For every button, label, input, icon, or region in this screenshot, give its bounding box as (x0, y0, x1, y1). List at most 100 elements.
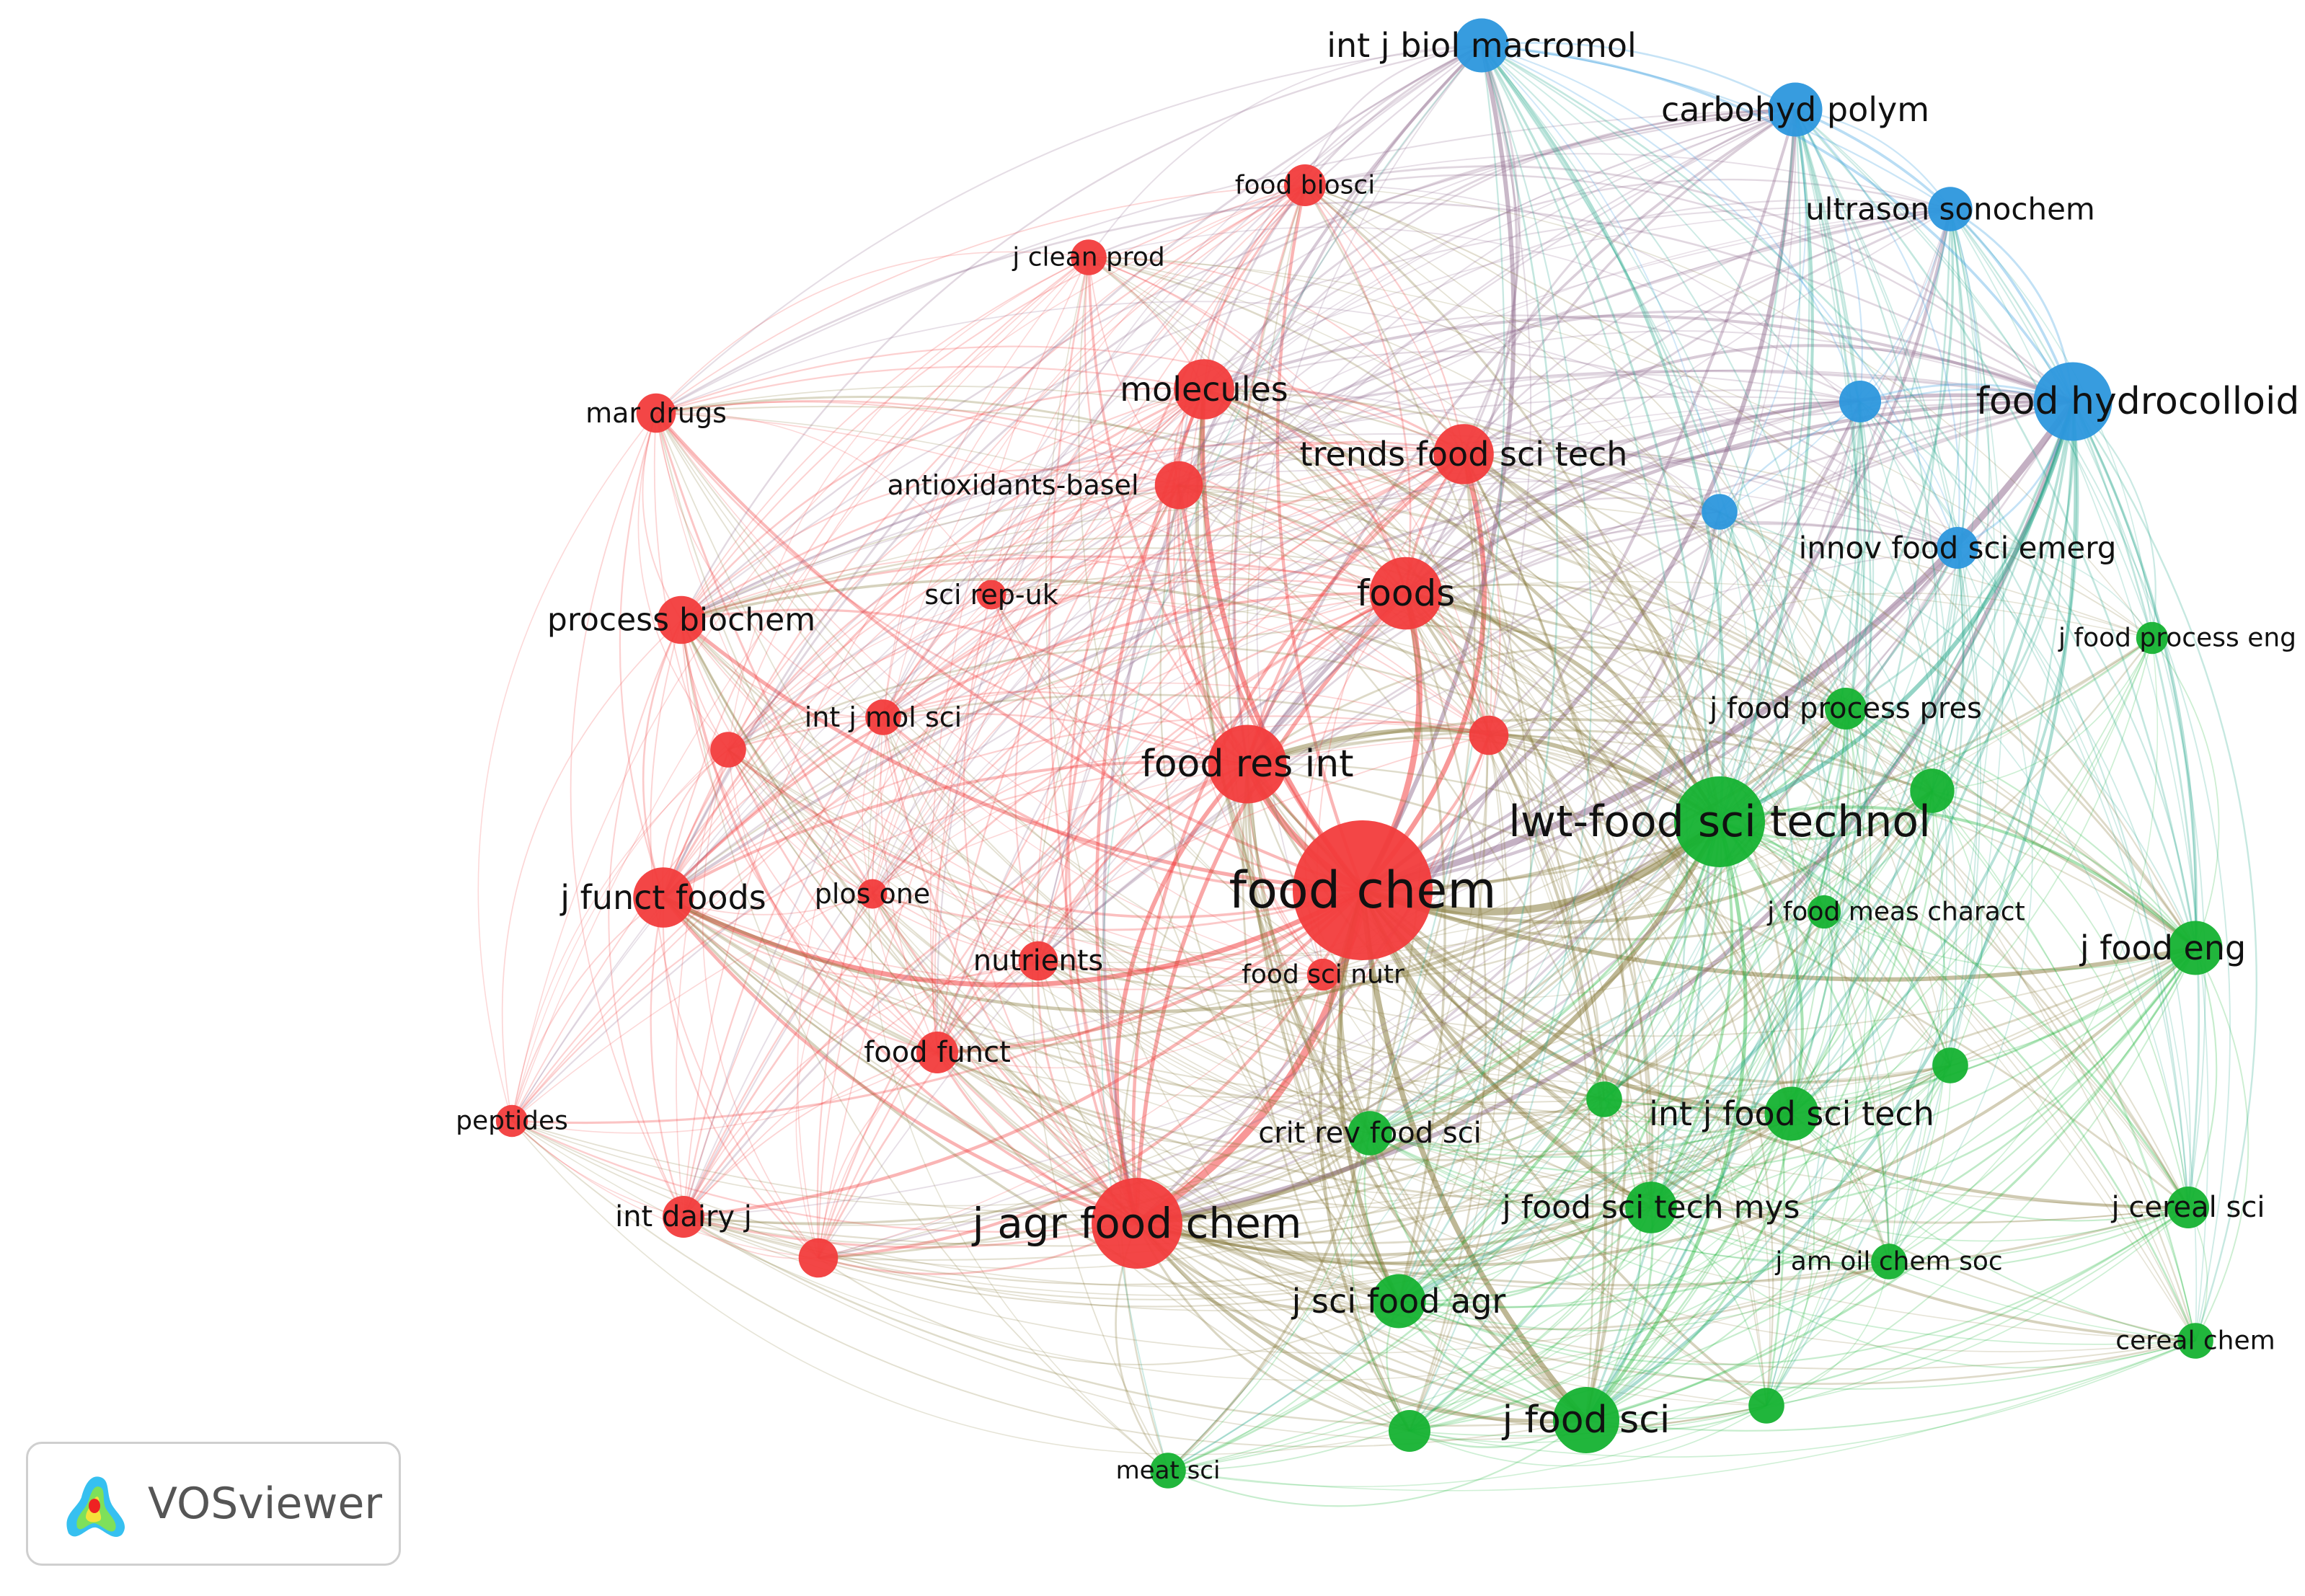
node-cereal-chem[interactable] (2177, 1323, 2213, 1359)
label-sci-rep-uk[interactable]: sci rep-uk (924, 579, 1058, 611)
edge-j-sci-food-agr-j-food-process-eng (1398, 637, 2153, 1302)
label-trends-food-sci-tech[interactable]: trends food sci tech (1300, 435, 1628, 474)
label-int-dairy-j[interactable]: int dairy j (615, 1200, 752, 1233)
node-j-clean-prod[interactable] (1071, 239, 1107, 275)
node-int-j-mol-sci[interactable] (865, 699, 901, 735)
label-int-j-biol-macromol[interactable]: int j biol macromol (1327, 26, 1637, 65)
edge-food-res-int-j-food-eng (1247, 717, 2197, 949)
node-j-sci-food-agr[interactable] (1371, 1274, 1426, 1329)
label-ultrason-sonochem[interactable]: ultrason sonochem (1805, 192, 2095, 227)
label-j-agr-food-chem[interactable]: j agr food chem (971, 1199, 1302, 1248)
label-j-food-sci[interactable]: j food sci (1502, 1398, 1671, 1442)
node-plos-one[interactable] (857, 879, 888, 909)
node-carbohyd-polym[interactable] (1768, 82, 1823, 137)
label-food-biosci[interactable]: food biosci (1235, 171, 1375, 200)
node-int-dairy-j[interactable] (663, 1196, 704, 1238)
node-food-hydrocolloid[interactable] (2033, 362, 2112, 441)
node-nutrients[interactable] (1018, 941, 1058, 981)
node-j-food-process-pres[interactable] (1825, 688, 1867, 730)
label-foods[interactable]: foods (1357, 572, 1456, 614)
label-meat-sci[interactable]: meat sci (1116, 1456, 1221, 1485)
node-trends-food-sci-tech[interactable] (1433, 424, 1494, 484)
node-crit-rev-food-sci[interactable] (1348, 1111, 1392, 1156)
edge-unlabeled-green-2-ultrason-sonochem (1603, 208, 1963, 1100)
node-j-food-eng[interactable] (2168, 921, 2223, 975)
label-plos-one[interactable]: plos one (815, 878, 931, 910)
node-mar-drugs[interactable] (636, 393, 676, 433)
node-sci-rep-uk[interactable] (976, 580, 1006, 610)
label-food-res-int[interactable]: food res int (1141, 742, 1353, 786)
label-int-j-food-sci-tech[interactable]: int j food sci tech (1649, 1094, 1934, 1133)
node-molecules[interactable] (1174, 359, 1234, 420)
node-unlabeled-green-1[interactable] (1910, 768, 1955, 813)
label-food-chem[interactable]: food chem (1229, 861, 1496, 920)
label-crit-rev-food-sci[interactable]: crit rev food sci (1258, 1117, 1482, 1150)
node-unlabeled-red-2[interactable] (1469, 715, 1509, 755)
label-innov-food-sci-emerg[interactable]: innov food sci emerg (1799, 531, 2117, 566)
label-food-funct[interactable]: food funct (864, 1036, 1011, 1069)
label-j-sci-food-agr[interactable]: j sci food agr (1291, 1282, 1506, 1321)
node-unlabeled-blue-1[interactable] (1839, 381, 1881, 422)
label-nutrients[interactable]: nutrients (973, 944, 1103, 977)
edge-j-agr-food-chem-j-funct-foods (662, 896, 1138, 1225)
label-j-am-oil-chem-soc[interactable]: j am oil chem soc (1774, 1247, 2002, 1277)
edge-j-food-sci-tech-mys-carbohyd-polym (1650, 109, 1867, 1208)
node-unlabeled-green-5[interactable] (1748, 1388, 1784, 1424)
label-j-food-process-pres[interactable]: j food process pres (1709, 692, 1982, 725)
node-j-agr-food-chem[interactable] (1092, 1178, 1182, 1269)
label-j-cereal-sci[interactable]: j cereal sci (2111, 1191, 2265, 1224)
node-j-food-sci-tech-mys[interactable] (1625, 1182, 1677, 1233)
edge-j-food-eng-ultrason-sonochem (1950, 208, 2197, 949)
label-j-food-process-eng[interactable]: j food process eng (2058, 624, 2296, 653)
label-j-food-eng[interactable]: j food eng (2079, 928, 2246, 967)
label-lwt-food-sci-technol[interactable]: lwt-food sci technol (1508, 797, 1930, 847)
label-j-food-meas-charact[interactable]: j food meas charact (1766, 897, 2025, 927)
node-food-chem[interactable] (1293, 820, 1433, 960)
node-meat-sci[interactable] (1150, 1453, 1186, 1489)
node-innov-food-sci-emerg[interactable] (1937, 527, 1978, 569)
node-j-food-sci[interactable] (1553, 1387, 1619, 1453)
edge-int-j-mol-sci-food-funct (880, 717, 938, 1053)
node-food-res-int[interactable] (1208, 724, 1287, 804)
label-carbohyd-polym[interactable]: carbohyd polym (1661, 90, 1929, 129)
node-j-funct-foods[interactable] (633, 867, 694, 928)
label-j-funct-foods[interactable]: j funct foods (559, 878, 766, 917)
label-j-food-sci-tech-mys[interactable]: j food sci tech mys (1502, 1189, 1800, 1226)
node-unlabeled-blue-2[interactable] (1702, 494, 1738, 530)
node-food-sci-nutr[interactable] (1306, 958, 1340, 991)
node-unlabeled-green-3[interactable] (1932, 1047, 1968, 1083)
label-molecules[interactable]: molecules (1120, 370, 1288, 409)
node-unlabeled-green-4[interactable] (1389, 1410, 1430, 1452)
node-foods[interactable] (1369, 557, 1443, 630)
node-process-biochem[interactable] (657, 595, 706, 644)
label-food-sci-nutr[interactable]: food sci nutr (1242, 960, 1404, 990)
label-mar-drugs[interactable]: mar drugs (585, 397, 727, 429)
node-antioxidants-basel[interactable] (1154, 461, 1203, 510)
label-food-hydrocolloid[interactable]: food hydrocolloid (1976, 380, 2300, 423)
node-peptides[interactable] (495, 1104, 528, 1138)
edge-int-j-mol-sci-crit-rev-food-sci (882, 717, 1371, 1134)
node-int-j-biol-macromol[interactable] (1454, 18, 1509, 73)
node-unlabeled-green-2[interactable] (1586, 1081, 1622, 1117)
node-lwt-food-sci-technol[interactable] (1674, 776, 1765, 867)
node-j-food-process-eng[interactable] (2136, 621, 2169, 655)
label-j-clean-prod[interactable]: j clean prod (1012, 243, 1164, 272)
node-j-cereal-sci[interactable] (2167, 1187, 2209, 1228)
node-j-am-oil-chem-soc[interactable] (1871, 1243, 1907, 1280)
node-j-food-meas-charact[interactable] (1807, 895, 1841, 929)
node-int-j-food-sci-tech[interactable] (1764, 1086, 1819, 1141)
node-food-biosci[interactable] (1284, 164, 1326, 206)
label-process-biochem[interactable]: process biochem (547, 602, 815, 639)
edge-int-dairy-j-unlabeled-red-2 (683, 735, 1490, 1218)
node-unlabeled-red-1[interactable] (710, 732, 746, 768)
node-ultrason-sonochem[interactable] (1928, 187, 1973, 231)
node-food-funct[interactable] (916, 1032, 958, 1073)
edge-molecules-sci-rep-uk (991, 389, 1205, 595)
label-peptides[interactable]: peptides (456, 1107, 568, 1136)
label-antioxidants-basel[interactable]: antioxidants-basel (888, 469, 1139, 501)
edge-food-res-int-j-cereal-sci (1247, 763, 2189, 1209)
label-int-j-mol-sci[interactable]: int j mol sci (805, 701, 962, 733)
label-cereal-chem[interactable]: cereal chem (2115, 1326, 2275, 1356)
node-unlabeled-red-3[interactable] (798, 1238, 839, 1278)
